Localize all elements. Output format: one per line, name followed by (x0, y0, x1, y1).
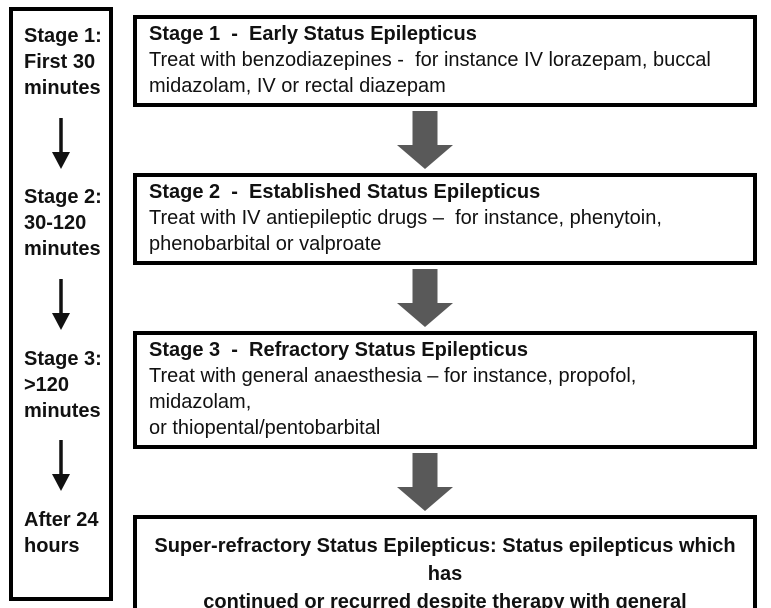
stage-3-body: Treat with general anaesthesia – for ins… (149, 365, 637, 439)
stage-2-box: Stage 2 - Established Status Epilepticus… (133, 173, 757, 265)
stage-1-title: Stage 1 - Early Status Epilepticus (149, 23, 477, 45)
stage-2-title: Stage 2 - Established Status Epilepticus (149, 181, 541, 203)
timeline-panel: Stage 1: First 30 minutes Stage 2: 30-12… (9, 7, 113, 601)
stage-2-body: Treat with IV antiepileptic drugs – for … (149, 207, 662, 255)
flow-column: Stage 1 - Early Status Epilepticus Treat… (133, 0, 757, 608)
flow-down-arrow-icon (113, 451, 737, 513)
timeline-down-arrow-icon (48, 439, 74, 492)
timeline-stage-2-label: Stage 2: 30-120 minutes (24, 186, 102, 261)
flow-down-arrow-icon (113, 267, 737, 329)
timeline-stage-3-label: Stage 3: >120 minutes (24, 347, 102, 422)
super-refractory-box: Super-refractory Status Epilepticus: Sta… (133, 515, 757, 608)
timeline-stage-1-label: Stage 1: First 30 minutes (24, 25, 102, 99)
stage-3-box: Stage 3 - Refractory Status Epilepticus … (133, 331, 757, 449)
timeline-after-24-label: After 24 hours (24, 508, 99, 557)
stage-3-title: Stage 3 - Refractory Status Epilepticus (149, 339, 528, 361)
timeline-down-arrow-icon (48, 117, 74, 169)
flow-down-arrow-icon (113, 109, 737, 171)
stage-1-box: Stage 1 - Early Status Epilepticus Treat… (133, 15, 757, 107)
stage-1-body: Treat with benzodiazepines - for instanc… (149, 49, 711, 97)
timeline-down-arrow-icon (48, 278, 74, 330)
